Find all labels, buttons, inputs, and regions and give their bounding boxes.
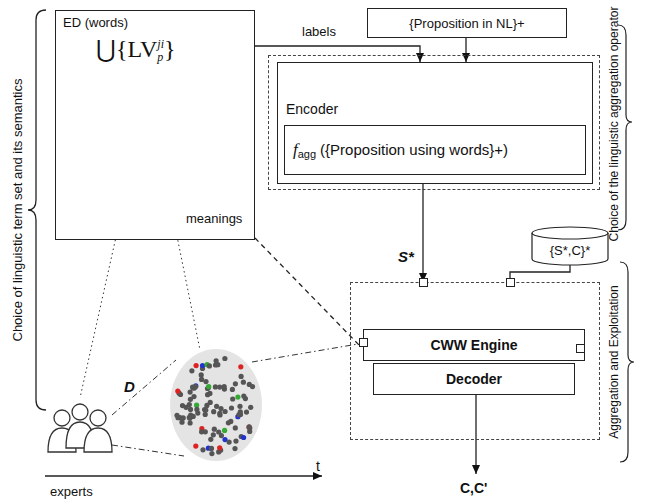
axis-label: t: [316, 458, 320, 474]
group-symbol: D: [124, 378, 135, 395]
superscript: ji: [157, 38, 164, 51]
dashdot-line: [112, 445, 184, 456]
formula-scripts: jip: [157, 38, 164, 64]
experts-icon: [48, 404, 112, 452]
decoder-box: Decoder: [373, 363, 575, 395]
edge-label: labels: [300, 24, 338, 39]
dashdot-line: [252, 344, 358, 362]
axis-label: experts: [50, 484, 93, 499]
region-heading: Aggregation and Exploitation: [606, 262, 622, 462]
encoder-label: Encoder: [286, 101, 338, 117]
database: {S*,C}*: [530, 226, 610, 266]
formula-part: ⋃{LV: [96, 36, 157, 62]
encoder-box: Encoder fagg ({Proposition using words}+): [277, 62, 593, 184]
input-label: {Proposition in NL}+: [409, 16, 524, 31]
connector: [510, 264, 570, 282]
operator-region: Encoderfagg({Proposition using words}+)C…: [268, 55, 600, 190]
time-axis: [45, 475, 322, 476]
bracket-label: Choice of linguistic term set and its se…: [10, 40, 26, 380]
bracket: [28, 10, 46, 410]
dashdot-line: [112, 360, 176, 415]
edge-label: S*: [396, 248, 416, 265]
ed-box: ED (words) ⋃{LVjip} meanings: [55, 10, 255, 240]
function-argument: ({Proposition using words}+): [320, 141, 508, 158]
connector: [255, 238, 359, 345]
fagg-box: fagg ({Proposition using words}+): [284, 125, 586, 175]
port-square: [359, 338, 368, 347]
connector: [255, 46, 420, 62]
engine-label: CWW Engine: [430, 337, 517, 353]
output-arrow: [475, 395, 476, 474]
database-label: {S*,C}*: [550, 243, 590, 258]
port-square: [506, 278, 515, 287]
input-box: {Proposition in NL}+: [367, 8, 567, 38]
subscript: p: [157, 51, 164, 64]
output-label: C,C': [460, 480, 487, 496]
function-name: f: [293, 140, 298, 159]
formula: ⋃{LVjip}: [96, 35, 176, 64]
function-subscript: agg: [298, 148, 316, 160]
connector: [465, 38, 466, 62]
connector: [422, 184, 423, 282]
bracket: [620, 262, 634, 462]
function-label: fagg ({Proposition using words}+): [293, 140, 508, 161]
region-heading: Choice of the linguistic aggregation ope…: [606, 0, 622, 259]
port-square: [419, 278, 428, 287]
port-square: [576, 344, 585, 353]
meanings-label: meanings: [186, 211, 242, 226]
cww-engine-box: CWW Engine: [363, 329, 585, 361]
expert-cloud: [170, 349, 262, 461]
aggregation-region: CWW EngineDecoderAggregation and Exploit…: [350, 282, 600, 440]
box-title: ED (words): [63, 15, 128, 30]
formula-part: }: [164, 36, 176, 62]
decoder-label: Decoder: [446, 371, 502, 387]
